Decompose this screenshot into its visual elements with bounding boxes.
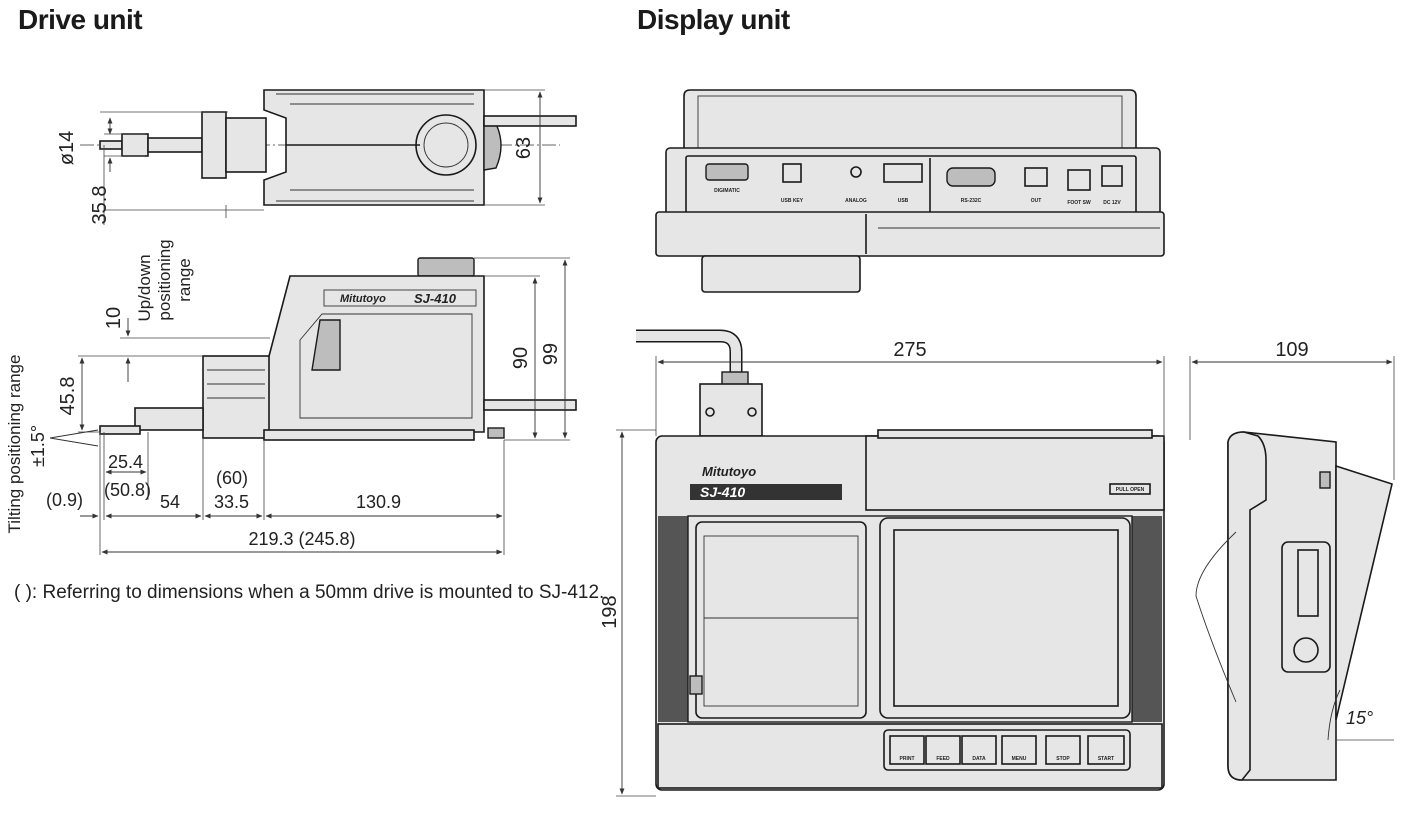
dim-130-9: 130.9 xyxy=(356,492,401,512)
port-label-out: OUT xyxy=(1031,198,1042,204)
start-label: START xyxy=(1098,756,1114,762)
updown-label-3: range xyxy=(175,258,194,301)
dim-90: 90 xyxy=(510,347,532,369)
port-usb-key xyxy=(782,163,802,183)
stylus-tip xyxy=(99,140,123,150)
drive-unit-side-view: Mitutoyo SJ-410 90 99 45.8 10 Up/down po… xyxy=(5,239,577,555)
drive-unit-heading: Drive unit xyxy=(18,4,143,35)
dim-198: 198 xyxy=(599,595,621,628)
display-unit-rear-view: DIGIMATIC USB KEY ANALOG USB RS-232C OUT… xyxy=(655,89,1165,293)
dim-54: 54 xyxy=(160,492,180,512)
drive-brand: Mitutoyo xyxy=(340,293,386,305)
port-label-usb: USB xyxy=(898,198,909,204)
updown-label-1: Up/down xyxy=(135,254,154,321)
port-foot-sw xyxy=(1067,169,1091,191)
port-out xyxy=(1024,167,1048,187)
port-label-analog: ANALOG xyxy=(845,198,867,204)
dim-dia-14: ø14 xyxy=(56,131,78,165)
dim-10: 10 xyxy=(103,307,125,329)
tilting-value: ±1.5° xyxy=(28,425,48,467)
feed-button[interactable]: FEED xyxy=(925,735,961,765)
display-unit-front-view: PULL OPEN Mitutoyo SJ-410 xyxy=(636,329,1165,791)
stop-button[interactable]: STOP xyxy=(1045,735,1081,765)
control-buttons: PRINT FEED DATA MENU STOP START xyxy=(889,735,1125,765)
port-label-rs232c: RS-232C xyxy=(961,198,982,204)
port-digimatic xyxy=(705,163,749,181)
dim-25-4: 25.4 xyxy=(108,452,143,472)
lcd-bezel xyxy=(879,517,1131,719)
pull-open-tab xyxy=(1109,483,1151,495)
print-label: PRINT xyxy=(900,756,915,762)
port-label-usb-key: USB KEY xyxy=(781,198,804,204)
dim-63: 63 xyxy=(513,137,535,159)
display-unit-heading: Display unit xyxy=(637,4,790,35)
drive-unit-top-view: 63 ø14 35.8 xyxy=(56,89,577,225)
dim-109: 109 xyxy=(1275,339,1308,361)
footnote: ( ): Referring to dimensions when a 50mm… xyxy=(14,582,605,603)
side-knob xyxy=(417,257,475,277)
port-usb xyxy=(883,163,923,183)
dim-60: (60) xyxy=(216,468,248,488)
print-button[interactable]: PRINT xyxy=(889,735,925,765)
stylus-holder xyxy=(121,133,149,157)
display-brand: Mitutoyo xyxy=(702,464,756,479)
port-dc xyxy=(1101,165,1123,187)
port-label-foot-sw: FOOT SW xyxy=(1067,200,1091,206)
feed-label: FEED xyxy=(936,756,950,762)
lcd-screen xyxy=(893,529,1119,707)
data-button[interactable]: DATA xyxy=(961,735,997,765)
updown-label-2: positioning xyxy=(155,239,174,320)
port-label-digimatic: DIGIMATIC xyxy=(714,188,740,194)
knob-circle xyxy=(415,114,477,176)
display-dimensions: 275 198 xyxy=(599,339,1165,797)
menu-button[interactable]: MENU xyxy=(1001,735,1037,765)
tilting-label: Tilting positioning range xyxy=(5,355,24,534)
port-analog xyxy=(850,166,862,178)
port-rs232c xyxy=(946,167,996,187)
dim-45-8: 45.8 xyxy=(57,377,79,416)
dim-35-8: 35.8 xyxy=(89,186,111,225)
dim-99: 99 xyxy=(540,343,562,365)
display-stand xyxy=(1335,464,1393,721)
start-button[interactable]: START xyxy=(1087,735,1125,765)
display-model: SJ-410 xyxy=(700,484,745,500)
dim-275: 275 xyxy=(893,339,926,361)
drive-model: SJ-410 xyxy=(414,291,457,306)
dim-0-9: (0.9) xyxy=(46,490,83,510)
dim-total: 219.3 (245.8) xyxy=(248,529,355,549)
dim-33-5: 33.5 xyxy=(214,492,249,512)
display-unit-side-view: 109 15° xyxy=(1189,339,1395,781)
stop-label: STOP xyxy=(1056,756,1070,762)
rear-panel xyxy=(665,147,1161,219)
dim-15-degree: 15° xyxy=(1346,708,1373,728)
dim-50-8: (50.8) xyxy=(104,480,151,500)
pull-open-label: PULL OPEN xyxy=(1116,487,1145,493)
data-label: DATA xyxy=(972,756,986,762)
menu-label: MENU xyxy=(1012,756,1027,762)
paper-lid xyxy=(865,435,1165,511)
drive-nosepiece xyxy=(202,355,270,439)
drive-body-top xyxy=(263,89,485,206)
printer-door xyxy=(695,521,867,719)
port-label-dc: DC 12V xyxy=(1103,200,1121,206)
